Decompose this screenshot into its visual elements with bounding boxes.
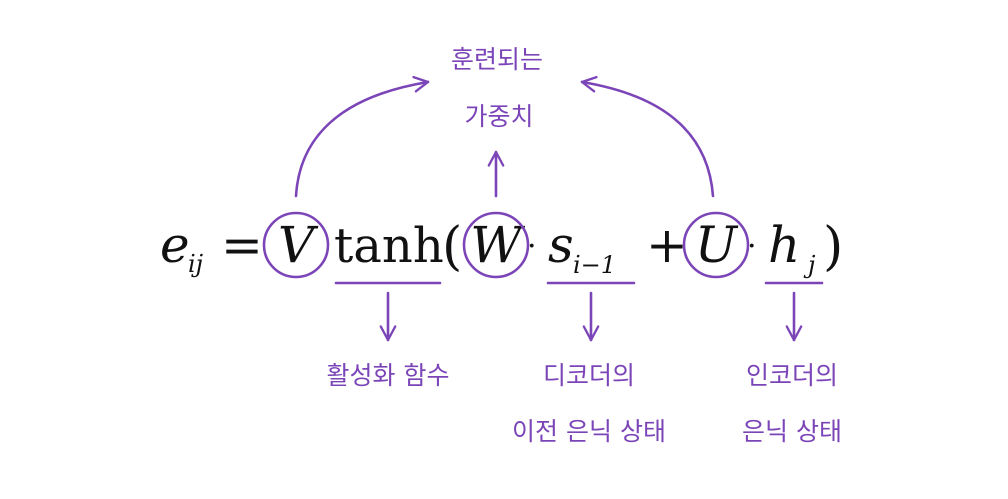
close-paren: ) [823, 217, 843, 277]
decoder-state-label-line1: 디코더의 [543, 361, 635, 390]
weight-w: W [470, 216, 525, 274]
w-highlight-circle [462, 211, 530, 279]
trained-weights-label-line1: 훈련되는 [451, 45, 543, 74]
tanh-function: tanh [334, 218, 444, 274]
decoder-state-s: s [548, 216, 574, 274]
trained-weights-label-line2: 가중치 [464, 102, 533, 131]
lhs-symbol: e [160, 216, 190, 274]
arrows [294, 75, 803, 342]
open-paren: ( [442, 217, 462, 277]
dot-operator-2: · [747, 229, 757, 264]
attention-equation: e ij = V tanh ( W · s i−1 + U · h j ) [160, 216, 843, 279]
annotations: 훈련되는 가중치 활성화 함수 디코더의 이전 은닉 상태 인코더의 은닉 상태 [327, 45, 842, 446]
lhs-subscript: ij [188, 250, 204, 278]
v-highlight-circle [262, 211, 330, 279]
u-highlight-circle [682, 211, 750, 279]
plus-operator: + [646, 216, 688, 274]
curved-arrow-icon [580, 75, 715, 198]
activation-function-label: 활성화 함수 [327, 361, 450, 390]
equals-sign: = [221, 216, 263, 274]
encoder-state-h: h [768, 216, 800, 274]
h-subscript: j [803, 251, 816, 279]
curved-arrow-icon [294, 75, 430, 198]
decoder-state-label-line2: 이전 은닉 상태 [512, 417, 666, 446]
s-subscript: i−1 [573, 251, 616, 279]
weight-v: V [278, 216, 319, 274]
highlights [262, 211, 824, 285]
encoder-state-label-line1: 인코더의 [746, 361, 838, 390]
dot-operator-1: · [527, 229, 537, 264]
encoder-state-label-line2: 은닉 상태 [742, 417, 842, 446]
weight-u: U [695, 216, 739, 274]
